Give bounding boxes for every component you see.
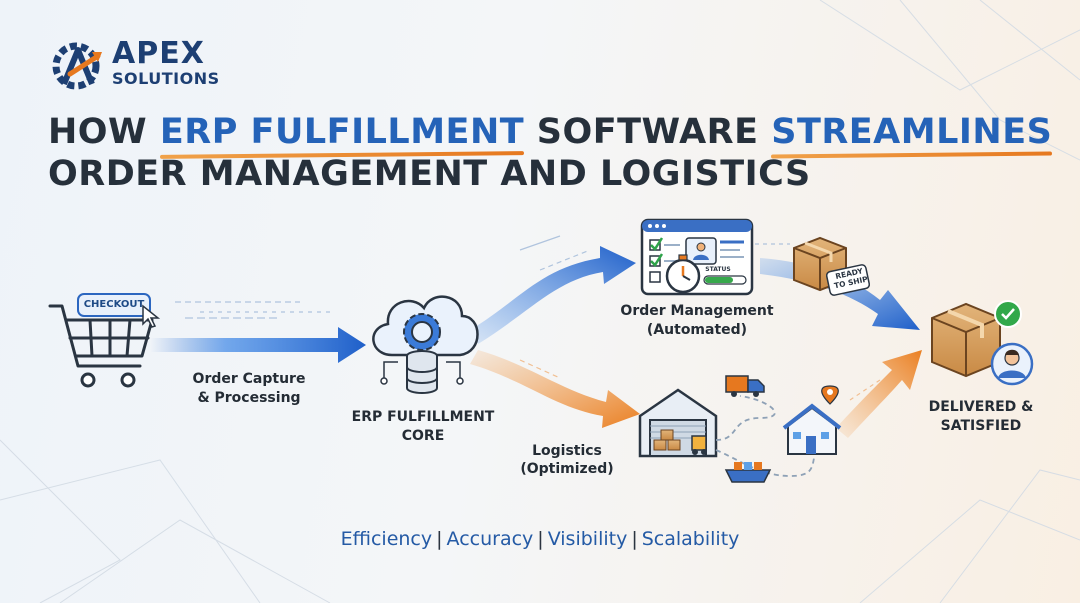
order-capture-label: Order Capture & Processing [176, 370, 322, 408]
tagline-separator: | [631, 528, 638, 550]
logistics-title: Logistics [532, 443, 602, 459]
benefits-tagline: Efficiency|Accuracy|Visibility|Scalabili… [0, 528, 1080, 550]
benefit-accuracy: Accuracy [446, 528, 534, 550]
brand-name: APEX [112, 36, 205, 71]
delivered-label: DELIVERED & SATISFIED [918, 398, 1044, 436]
benefit-scalability: Scalability [641, 528, 740, 550]
headline-highlight-erp: ERP FULFILLMENT [159, 112, 525, 152]
headline-line-1: HOW ERP FULFILLMENT SOFTWARE STREAMLINES [48, 112, 1052, 152]
order-management-title: Order Management [620, 303, 774, 319]
cloud-gear-database-icon [372, 295, 479, 394]
arrow-core-to-logistics [470, 350, 640, 428]
warehouse-truck-ship-icon [638, 375, 842, 483]
capture-line-1: Order Capture [192, 371, 306, 387]
core-line-1: ERP FULFILLMENT [351, 409, 495, 425]
package-icon [793, 236, 871, 296]
tagline-separator: | [436, 528, 443, 550]
delivered-line-1: DELIVERED & [928, 399, 1034, 415]
order-management-sub: (Automated) [646, 322, 748, 338]
logistics-sub: (Optimized) [520, 461, 614, 477]
shopping-cart-icon [48, 304, 154, 388]
headline-mid: SOFTWARE [524, 112, 772, 152]
order-management-label: Order Management (Automated) [612, 302, 782, 340]
arrow-logistics-to-delivered [836, 350, 922, 438]
logistics-label: Logistics (Optimized) [520, 442, 614, 478]
checkout-button[interactable]: CHECKOUT [83, 299, 145, 310]
package-customer-check-icon [931, 300, 1034, 386]
benefit-efficiency: Efficiency [340, 528, 433, 550]
speed-lines [175, 235, 790, 319]
dashboard-stopwatch-icon [640, 218, 754, 296]
erp-core-label: ERP FULFILLMENT CORE [340, 408, 506, 446]
capture-line-2: & Processing [197, 390, 301, 406]
mouse-pointer-icon [142, 304, 161, 328]
apex-gear-logo-icon [52, 42, 102, 90]
core-line-2: CORE [401, 428, 445, 444]
headline-pre: HOW [48, 112, 160, 152]
checkout-button-shape [77, 293, 151, 317]
arrow-core-to-order-management [470, 246, 636, 344]
delivered-line-2: SATISFIED [940, 418, 1022, 434]
brand-logo: APEX SOLUTIONS [48, 36, 228, 94]
benefit-visibility: Visibility [547, 528, 628, 550]
arrow-capture-to-core [150, 327, 366, 363]
brand-subtitle: SOLUTIONS [112, 69, 220, 88]
headline-line-2: ORDER MANAGEMENT AND LOGISTICS [48, 154, 811, 194]
tagline-separator: | [537, 528, 544, 550]
status-label: STATUS [705, 266, 731, 273]
headline-highlight-streamlines: STREAMLINES [771, 112, 1053, 152]
